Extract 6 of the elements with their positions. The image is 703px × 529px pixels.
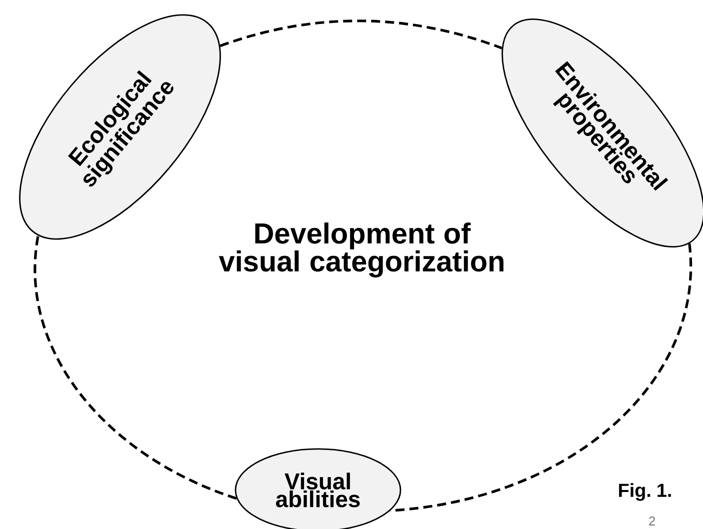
figure-label: Fig. 1.: [619, 483, 671, 501]
dashed-connector: [220, 20, 502, 50]
center-title: Development of visual categorization: [218, 222, 504, 278]
dashed-connector: [390, 244, 692, 512]
dashed-connector: [34, 236, 238, 500]
page-number: 2: [649, 516, 655, 526]
